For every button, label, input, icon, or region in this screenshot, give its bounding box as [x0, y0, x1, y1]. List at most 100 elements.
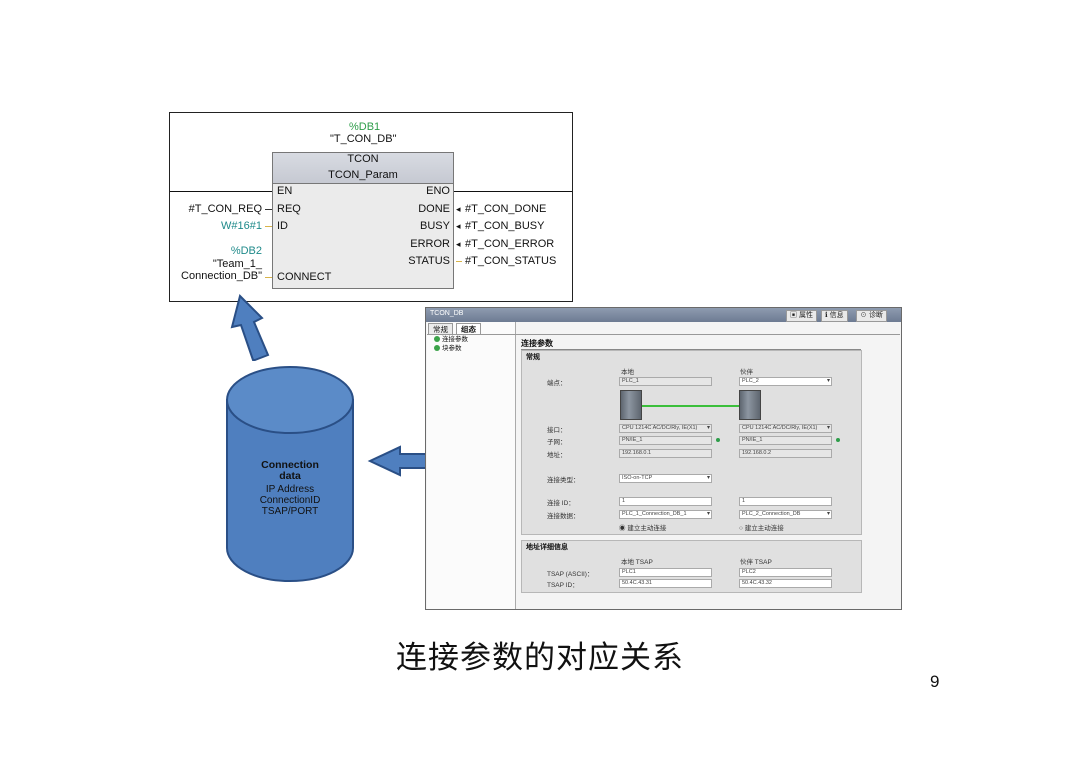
endpoint-partner[interactable]: PLC_2: [739, 377, 832, 386]
interface-label: 接口：: [547, 427, 567, 434]
arrow-done-icon: ◂: [456, 204, 461, 214]
tab-diagnostics[interactable]: ☉ 诊断: [856, 310, 887, 322]
pin-id: ID: [277, 220, 288, 232]
wire-req: [265, 209, 272, 210]
pin-req: REQ: [277, 203, 301, 215]
panel-nav: [427, 322, 516, 609]
status-ok-icon: [836, 438, 840, 442]
address-partner[interactable]: 192.168.0.2: [739, 449, 832, 458]
database-label: Connection data IP Address ConnectionID …: [225, 459, 355, 518]
param-connect-db: %DB2: [230, 245, 262, 257]
tab-config[interactable]: 组态: [456, 323, 481, 335]
conn-data-partner[interactable]: PLC_2_Connection_DB: [739, 510, 832, 519]
db-title-line2: data: [279, 470, 301, 482]
db-item-ip: IP Address: [265, 484, 315, 495]
tsap-ascii-label: TSAP (ASCII)：: [547, 571, 594, 578]
wire-status: [456, 261, 462, 262]
col-local-tsap: 本地 TSAP: [621, 559, 653, 566]
interface-local[interactable]: CPU 1214C AC/DC/Rly, IE(X1): [619, 424, 712, 433]
db-title-line1: Connection: [261, 459, 319, 471]
power-rail-right: [454, 191, 572, 192]
col-local: 本地: [621, 369, 634, 376]
tsap-id-partner[interactable]: 50.4C.43.32: [739, 579, 832, 588]
network-link: [642, 405, 739, 407]
conn-id-partner[interactable]: 1: [739, 497, 832, 506]
param-req[interactable]: #T_CON_REQ: [188, 203, 262, 215]
up-arrow-icon: [230, 294, 270, 361]
conn-type-select[interactable]: ISO-on-TCP: [619, 474, 712, 483]
tcon-block-header: TCON TCON_Param: [272, 152, 454, 184]
section-conn-params: 连接参数: [521, 339, 553, 348]
pin-status: STATUS: [408, 255, 450, 267]
panel-title-bar: TCON_DB: [426, 308, 901, 322]
page-number: 9: [930, 672, 940, 691]
param-error[interactable]: #T_CON_ERROR: [465, 238, 555, 250]
plc-partner-icon: [739, 390, 761, 420]
pin-connect: CONNECT: [277, 271, 332, 283]
conn-data-label: 连接数据：: [547, 513, 580, 520]
check-icon: [434, 345, 440, 352]
param-status[interactable]: #T_CON_STATUS: [465, 255, 557, 267]
db-item-tsap: TSAP/PORT: [261, 506, 319, 517]
group-general-title: 常规: [526, 354, 540, 361]
tab-info[interactable]: ℹ 信息: [821, 310, 848, 322]
slide-caption: 连接参数的对应关系: [396, 640, 684, 676]
col-partner: 伙伴: [740, 369, 753, 376]
properties-icon: ▣: [790, 312, 799, 319]
plc-local-icon: [620, 390, 642, 420]
section-divider: [521, 349, 861, 350]
param-connect-line1[interactable]: "Team_1_: [212, 258, 262, 270]
conn-data-local[interactable]: PLC_1_Connection_DB_1: [619, 510, 712, 519]
pin-done: DONE: [418, 203, 450, 215]
instance-db-number: %DB1: [349, 121, 381, 133]
conn-id-label: 连接 ID：: [547, 500, 575, 507]
subnet-label: 子网：: [547, 439, 567, 446]
conn-type-label: 连接类型：: [547, 477, 580, 484]
diagnostics-icon: ☉: [860, 312, 869, 319]
interface-partner[interactable]: CPU 1214C AC/DC/Rly, IE(X1): [739, 424, 832, 433]
block-type: TCON: [347, 153, 379, 165]
subnet-partner[interactable]: PN/IE_1: [739, 436, 832, 445]
arrow-busy-icon: ◂: [456, 221, 461, 231]
db-item-connid: ConnectionID: [259, 495, 321, 506]
pin-busy: BUSY: [420, 220, 450, 232]
block-name: TCON_Param: [328, 169, 398, 181]
param-busy[interactable]: #T_CON_BUSY: [465, 220, 545, 232]
active-partner-radio[interactable]: ○ 建立主动连接: [739, 525, 784, 532]
tab-general[interactable]: 常规: [428, 323, 453, 335]
tsap-ascii-partner[interactable]: PLC2: [739, 568, 832, 577]
arrow-error-icon: ◂: [456, 239, 461, 249]
tsap-id-label: TSAP ID：: [547, 582, 579, 589]
conn-id-local[interactable]: 1: [619, 497, 712, 506]
database-cylinder-icon: [226, 366, 354, 582]
wire-id: [265, 226, 272, 227]
endpoint-local[interactable]: PLC_1: [619, 377, 712, 386]
param-done[interactable]: #T_CON_DONE: [465, 203, 547, 215]
endpoint-label: 端点：: [547, 380, 567, 387]
param-id[interactable]: W#16#1: [221, 220, 262, 232]
nav-item-conn-params[interactable]: 连接参数: [434, 336, 468, 344]
radio-selected-icon: ◉: [619, 525, 628, 532]
pin-eno: ENO: [426, 185, 450, 197]
instance-db-name: "T_CON_DB": [330, 133, 397, 145]
info-icon: ℹ: [825, 312, 830, 319]
check-icon: [434, 336, 440, 343]
col-partner-tsap: 伙伴 TSAP: [740, 559, 772, 566]
tsap-ascii-local[interactable]: PLC1: [619, 568, 712, 577]
active-local-radio[interactable]: ◉ 建立主动连接: [619, 525, 667, 532]
radio-empty-icon: ○: [739, 525, 745, 532]
pin-en: EN: [277, 185, 293, 197]
address-local[interactable]: 192.168.0.1: [619, 449, 712, 458]
power-rail-left: [170, 191, 272, 192]
group-address-title: 地址详细信息: [526, 544, 568, 551]
subnet-local[interactable]: PN/IE_1: [619, 436, 712, 445]
tab-underline: [427, 334, 900, 335]
tsap-id-local[interactable]: 50.4C.43.31: [619, 579, 712, 588]
address-label: 地址：: [547, 452, 567, 459]
param-connect-line2[interactable]: Connection_DB": [181, 270, 262, 282]
nav-item-block-params[interactable]: 块参数: [434, 345, 462, 353]
pin-error: ERROR: [410, 238, 450, 250]
panel-title: TCON_DB: [430, 310, 464, 317]
tab-properties[interactable]: ▣ 属性: [786, 310, 817, 322]
status-ok-icon: [716, 438, 720, 442]
